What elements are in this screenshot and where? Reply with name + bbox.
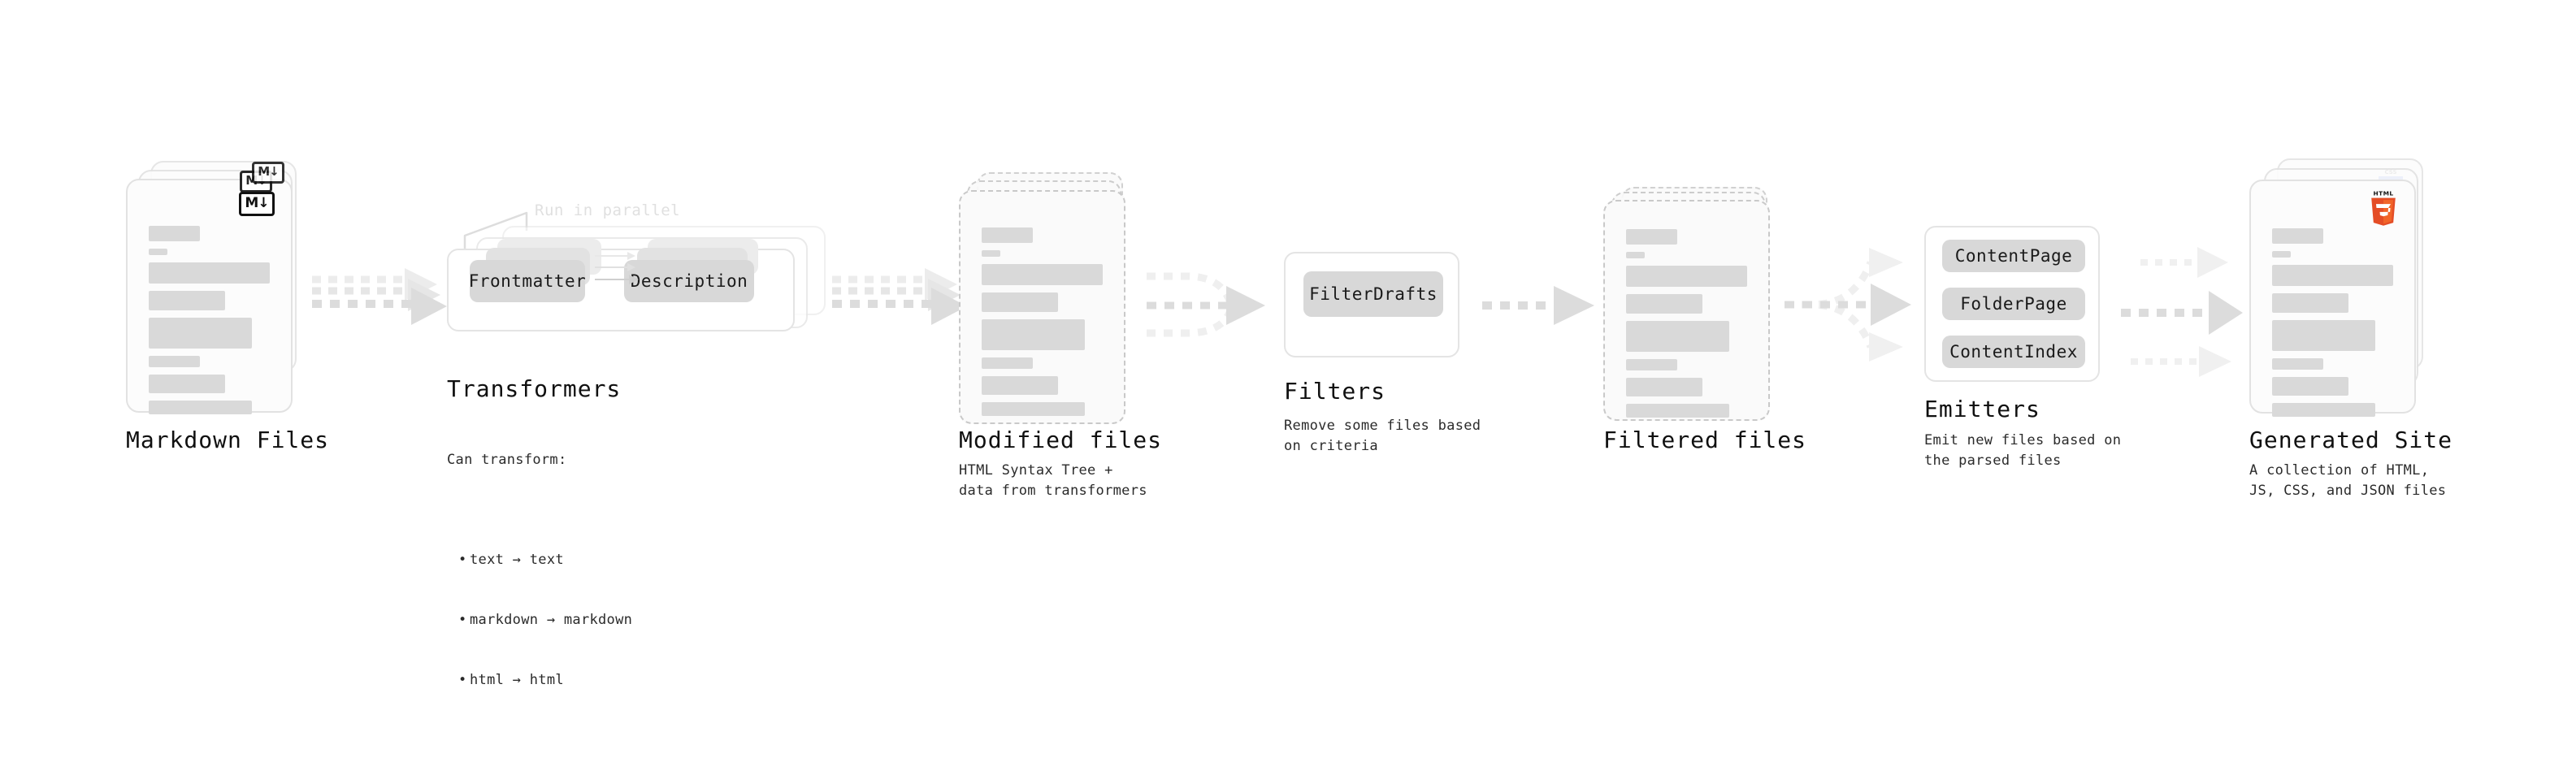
file-content-lines [2272,228,2393,424]
stage-subtitle-transformers: Can transform: text → text markdown → ma… [447,410,632,771]
stage-subtitle-emitters: Emit new files based on the parsed files [1924,432,2122,469]
pipeline-diagram: M↓ Markdown Files M↓ M↓ [0,0,2576,681]
content-line [2272,293,2348,313]
content-line [149,226,200,241]
transformers-can-transform-label: Can transform: [447,452,567,469]
transformers-bullet: markdown → markdown [458,610,632,630]
run-in-parallel-bracket [463,211,528,255]
content-line [982,264,1103,285]
content-line [2272,265,2393,286]
markdown-icon-back-2: M↓ [252,162,284,184]
stage-title-transformers: Transformers [447,375,622,402]
file-content-lines [149,226,270,422]
content-line [2272,228,2323,244]
file-content-lines [1626,229,1747,425]
stage-title-generated-site: Generated Site [2249,427,2453,453]
content-line [2272,251,2291,258]
chip-folderpage[interactable]: FolderPage [1942,288,2085,320]
transformers-bullet-list: text → text markdown → markdown html → h… [447,510,632,730]
chip-filterdrafts[interactable]: FilterDrafts [1303,271,1443,317]
markdown-icon: M↓ [239,192,275,216]
file-content-lines [982,227,1103,423]
conn-md-to-transformers [312,268,447,325]
content-line [1626,359,1677,370]
svg-text:HTML: HTML [2374,189,2394,197]
content-line [982,292,1058,312]
content-line [2272,403,2375,417]
stage-generated-site: CSS HTML [2249,158,2436,418]
conn-emitters-to-site [2121,247,2243,377]
stage-title-emitters: Emitters [1924,396,2040,422]
file-card-front [1603,200,1770,421]
content-line [1626,252,1645,258]
content-line [2272,320,2375,351]
stage-emitters-box: ContentPage FolderPage ContentIndex [1924,226,2100,382]
content-line [149,262,270,284]
file-card-front: HTML [2249,180,2416,417]
transformers-bullet: text → text [458,550,632,570]
transformer-box-front: Frontmatter Description [447,239,795,331]
stage-subtitle-modified-files: HTML Syntax Tree + data from transformer… [959,462,1147,499]
content-line [982,376,1058,395]
content-line [149,356,200,367]
stage-filters-box: FilterDrafts [1284,252,1459,357]
run-in-parallel-label: Run in parallel [535,201,681,219]
file-card-front [959,190,1125,424]
conn-filters-to-filtered [1482,286,1594,325]
content-line [149,375,225,393]
chip-contentpage[interactable]: ContentPage [1942,240,2085,272]
chip-contentindex[interactable]: ContentIndex [1942,336,2085,368]
stage-title-filters: Filters [1284,378,1386,405]
stage-markdown-files: M↓ [126,161,305,414]
content-line [1626,294,1702,314]
content-line [149,318,252,349]
content-line [1626,404,1729,418]
content-line [982,227,1033,243]
chip-description[interactable]: Description [624,260,754,302]
content-line [982,250,1000,257]
content-line [1626,378,1702,396]
stage-title-filtered-files: Filtered files [1603,427,1807,453]
content-line [149,291,225,310]
conn-transformers-to-modified [832,268,967,325]
file-card-front: M↓ [126,179,293,414]
content-line [149,249,167,255]
content-line [2272,358,2323,370]
content-line [2272,377,2348,396]
content-line [149,401,252,414]
stage-title-modified-files: Modified files [959,427,1163,453]
stage-title-markdown-files: Markdown Files [126,427,330,453]
html5-icon: HTML [2371,189,2396,226]
stage-modified-files [959,172,1138,424]
content-line [1626,229,1677,245]
conn-modified-to-filters [1147,272,1265,337]
transformer-inner-arrows [595,252,639,284]
stage-transformers: Frontmatter Description [447,226,829,348]
content-line [1626,321,1729,352]
stage-filtered-files [1603,187,1782,431]
chip-frontmatter[interactable]: Frontmatter [469,260,586,302]
content-line [982,402,1085,416]
stage-subtitle-filters: Remove some files based on criteria [1284,418,1481,454]
conn-filtered-to-emitters [1785,248,1911,362]
content-line [982,319,1085,350]
content-line [982,357,1033,369]
content-line [1626,266,1747,287]
stage-subtitle-generated-site: A collection of HTML, JS, CSS, and JSON … [2249,462,2447,499]
